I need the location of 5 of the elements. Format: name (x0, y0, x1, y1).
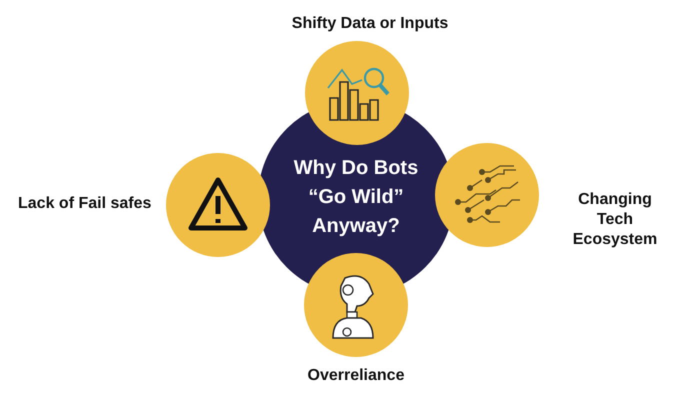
topic-label: Changing Tech Ecosystem (572, 190, 658, 250)
center-title: Why Do Bots “Go Wild” Anyway? (292, 156, 420, 239)
topic-label: Lack of Fail safes (18, 194, 152, 214)
topic-label: Shifty Data or Inputs (290, 14, 450, 34)
topic-label: Overreliance (306, 366, 406, 386)
